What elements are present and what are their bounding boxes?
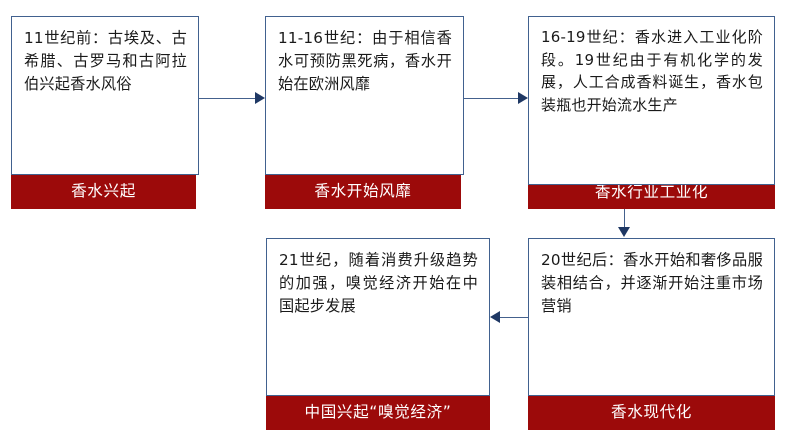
flow-node-perfume-popular[interactable]: 11-16世纪：由于相信香水可预防黑死病，香水开始在欧洲风靡 香水开始风靡 (265, 16, 464, 209)
arrow-left-icon (490, 311, 500, 323)
flow-node-perfume-origin[interactable]: 11世纪前：古埃及、古希腊、古罗马和古阿拉伯兴起香水风俗 香水兴起 (11, 16, 199, 209)
flow-node-banner: 中国兴起“嗅觉经济” (266, 396, 490, 430)
connector-line (500, 317, 528, 318)
flow-node-banner: 香水兴起 (11, 175, 196, 209)
arrow-down-icon (618, 227, 630, 237)
flow-node-body: 20世纪后：香水开始和奢侈品服装相结合，并逐渐开始注重市场营销 (528, 238, 775, 396)
arrow-right-icon (518, 92, 528, 104)
arrow-right-icon (255, 92, 265, 104)
flow-node-perfume-industrialization[interactable]: 16-19世纪：香水进入工业化阶段。19世纪由于有机化学的发展，人工合成香料诞生… (528, 16, 775, 209)
flow-node-banner: 香水现代化 (528, 396, 775, 430)
flow-node-description: 20世纪后：香水开始和奢侈品服装相结合，并逐渐开始注重市场营销 (541, 251, 763, 316)
connector-line (464, 98, 520, 99)
connector-line (624, 209, 625, 229)
flow-node-body: 16-19世纪：香水进入工业化阶段。19世纪由于有机化学的发展，人工合成香料诞生… (528, 16, 775, 185)
flow-node-china-scent-economy[interactable]: 21世纪，随着消费升级趋势的加强，嗅觉经济开始在中国起步发展 中国兴起“嗅觉经济… (266, 238, 490, 430)
flow-node-description: 11-16世纪：由于相信香水可预防黑死病，香水开始在欧洲风靡 (278, 29, 452, 94)
flow-node-description: 21世纪，随着消费升级趋势的加强，嗅觉经济开始在中国起步发展 (279, 251, 478, 316)
flow-node-description: 11世纪前：古埃及、古希腊、古罗马和古阿拉伯兴起香水风俗 (24, 29, 187, 94)
flow-node-perfume-modernization[interactable]: 20世纪后：香水开始和奢侈品服装相结合，并逐渐开始注重市场营销 香水现代化 (528, 238, 775, 430)
flow-node-description: 16-19世纪：香水进入工业化阶段。19世纪由于有机化学的发展，人工合成香料诞生… (541, 28, 763, 114)
flow-node-body: 11-16世纪：由于相信香水可预防黑死病，香水开始在欧洲风靡 (265, 16, 464, 175)
flow-node-body: 21世纪，随着消费升级趋势的加强，嗅觉经济开始在中国起步发展 (266, 238, 490, 396)
flow-node-body: 11世纪前：古埃及、古希腊、古罗马和古阿拉伯兴起香水风俗 (11, 16, 199, 175)
flow-node-banner: 香水开始风靡 (265, 175, 461, 209)
connector-line (199, 98, 257, 99)
